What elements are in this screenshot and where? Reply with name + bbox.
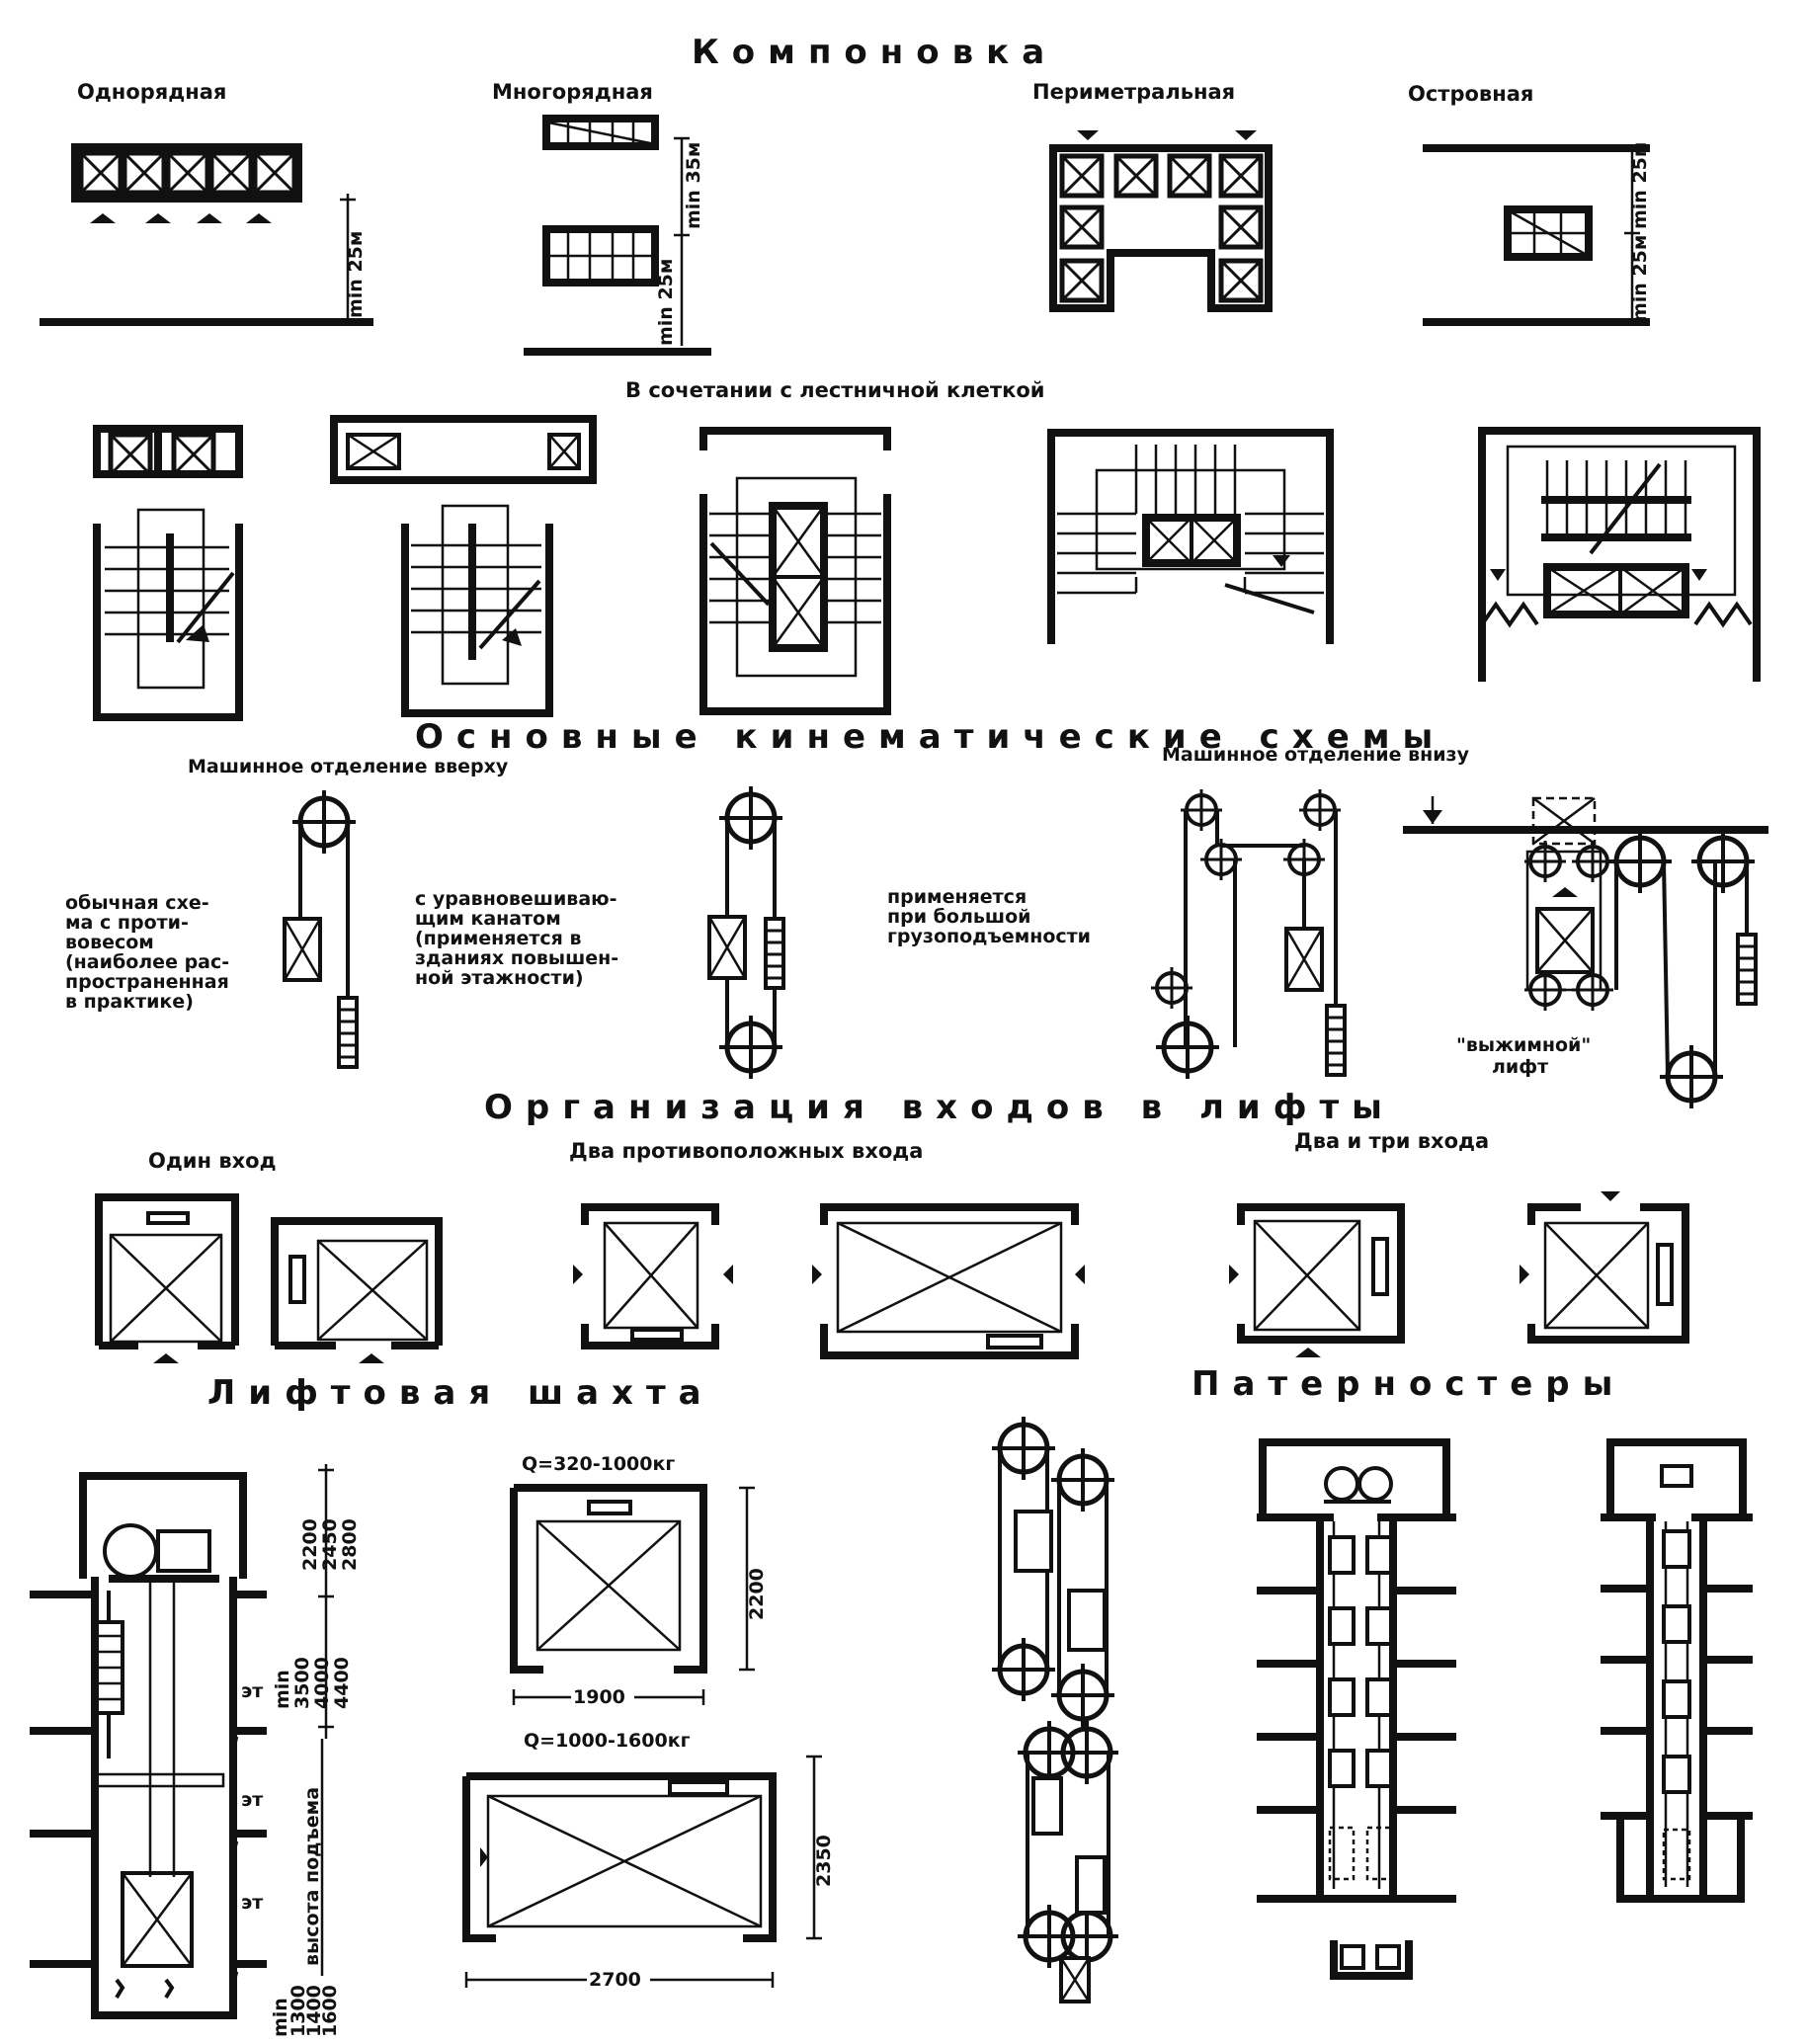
kinematic-scheme-heavy-note: применяется при большой грузоподъемности <box>887 886 1091 947</box>
layout-island-diagram: min 25м min 25м <box>1423 142 1651 326</box>
stair-combination-4 <box>1047 429 1334 644</box>
shaft-floor-label-2: эт <box>241 1789 263 1811</box>
shaft-small-plan <box>510 1484 755 1705</box>
layout-multi-row-diagram: min 35м min 25м <box>524 115 711 356</box>
shaft-large-capacity: Q=1000-1600кг <box>524 1730 691 1752</box>
layout-single-dim: min 25м <box>345 231 367 318</box>
shaft-floor-label-3: эт <box>241 1892 263 1914</box>
svg-text:2800: 2800 <box>339 1518 361 1571</box>
svg-text:"выжимной": "выжимной" <box>1456 1034 1591 1056</box>
paternoster-shaft-wide <box>1257 1438 1456 1980</box>
layout-perimeter-diagram <box>1049 130 1273 312</box>
entrance-two-three-a <box>1229 1203 1405 1357</box>
entrance-two-opposite-b <box>812 1203 1085 1359</box>
shaft-bottom-dims: min 1300 1400 1600 <box>270 1985 341 2037</box>
kinematic-scheme-balance-rope <box>707 786 785 1079</box>
entrance-two-opposite-a <box>573 1203 733 1349</box>
svg-text:3500: 3500 <box>291 1657 313 1709</box>
stair-combination-2 <box>330 415 597 717</box>
svg-text:применяется: применяется <box>887 886 1027 908</box>
kinematic-machine-bottom-label: Машинное отделение внизу <box>1162 744 1470 766</box>
layout-island-dim-b: min 25м <box>1629 235 1651 322</box>
svg-text:с уравновешиваю-: с уравновешиваю- <box>415 888 617 910</box>
svg-text:вовесом: вовесом <box>65 932 154 953</box>
svg-text:щим канатом: щим канатом <box>415 908 561 930</box>
kinematic-scheme-balance-rope-note: с уравновешиваю- щим канатом (применяетс… <box>415 888 618 989</box>
shaft-large-width-bg <box>587 1966 650 1992</box>
shaft-large-depth: 2350 <box>813 1835 835 1887</box>
svg-text:(наиболее рас-: (наиболее рас- <box>65 951 229 973</box>
layout-island-label: Островная <box>1408 82 1533 106</box>
layout-island-dim-a: min 25м <box>1629 142 1651 229</box>
svg-text:лифт: лифт <box>1492 1056 1548 1078</box>
svg-text:в практике): в практике) <box>65 991 194 1013</box>
svg-text:зданиях повышен-: зданиях повышен- <box>415 947 618 969</box>
svg-text:ма с проти-: ма с проти- <box>65 912 189 934</box>
shaft-small-width-bg <box>571 1683 634 1707</box>
svg-text:min: min <box>270 1998 291 2037</box>
kinematic-scheme-pushing <box>1403 796 1768 1108</box>
layout-single-row-label: Однорядная <box>77 80 226 104</box>
svg-text:min: min <box>272 1670 293 1709</box>
section-title-shaft: Лифтовая шахта <box>207 1373 714 1413</box>
svg-text:4400: 4400 <box>331 1657 353 1709</box>
svg-text:1300: 1300 <box>288 1985 309 2037</box>
entrances-two-three-label: Два и три входа <box>1294 1129 1489 1153</box>
paternoster-chain-upper <box>992 1417 1114 1727</box>
shaft-pit-dims: min 3500 4000 4400 <box>272 1657 353 1709</box>
kinematic-machine-top-label: Машинное отделение вверху <box>188 756 509 777</box>
kinematic-scheme-counterweight-note: обычная схе- ма с проти- вовесом (наибол… <box>65 892 229 1013</box>
kinematic-pushing-lift-note: "выжимной" лифт <box>1456 1034 1591 1078</box>
svg-text:4000: 4000 <box>311 1657 333 1709</box>
svg-text:1400: 1400 <box>303 1985 325 2037</box>
layout-single-row-diagram: min 25м <box>40 143 373 326</box>
shaft-small-capacity: Q=320-1000кг <box>522 1453 675 1475</box>
paternoster-chain-lower <box>1018 1721 1118 2003</box>
svg-text:(применяется в: (применяется в <box>415 928 581 949</box>
svg-text:грузоподъемности: грузоподъемности <box>887 926 1091 947</box>
entrances-one-label: Один вход <box>148 1149 277 1173</box>
stair-combination-5 <box>1478 427 1761 682</box>
svg-text:при большой: при большой <box>887 906 1030 928</box>
svg-text:2200: 2200 <box>299 1518 321 1571</box>
shaft-small-depth: 2200 <box>746 1568 768 1620</box>
shaft-large-plan <box>462 1755 822 1988</box>
kinematic-scheme-heavy <box>1149 787 1347 1079</box>
svg-text:обычная схе-: обычная схе- <box>65 892 209 914</box>
section-title-layout: Компоновка <box>692 33 1057 72</box>
shaft-overrun-dims: 2200 2450 2800 <box>299 1518 361 1571</box>
section-title-paternoster: Патерностеры <box>1192 1364 1625 1404</box>
svg-text:пространенная: пространенная <box>65 971 229 993</box>
shaft-large-width: 2700 <box>589 1969 641 1991</box>
entrance-two-three-b <box>1520 1191 1689 1344</box>
kinematic-scheme-counterweight <box>283 790 359 1069</box>
entrance-one-a <box>95 1193 239 1363</box>
layout-perimeter-label: Периметральная <box>1032 80 1235 104</box>
svg-text:2450: 2450 <box>319 1518 341 1571</box>
entrance-one-b <box>271 1217 443 1363</box>
shaft-travel-height: высота подъема <box>301 1787 323 1966</box>
layout-multi-row-label: Многорядная <box>492 80 653 104</box>
shaft-section <box>30 1464 334 2019</box>
paternoster-shaft-narrow <box>1601 1438 1753 1903</box>
shaft-small-width: 1900 <box>573 1686 625 1708</box>
svg-text:1600: 1600 <box>319 1985 341 2037</box>
stair-combination-3 <box>699 427 891 715</box>
layout-multi-dim-b: min 25м <box>655 259 677 346</box>
layout-multi-dim-a: min 35м <box>683 142 704 229</box>
svg-text:ной этажности): ной этажности) <box>415 967 584 989</box>
section-title-entrances: Организация входов в лифты <box>484 1088 1395 1127</box>
section-title-kinematic: Основные кинематические схемы <box>415 717 1445 757</box>
section-title-stair-combination: В сочетании с лестничной клеткой <box>625 378 1045 402</box>
shaft-floor-label-1: эт <box>241 1680 263 1702</box>
entrances-two-opposite-label: Два противоположных входа <box>569 1139 923 1163</box>
stair-combination-1 <box>93 425 243 721</box>
